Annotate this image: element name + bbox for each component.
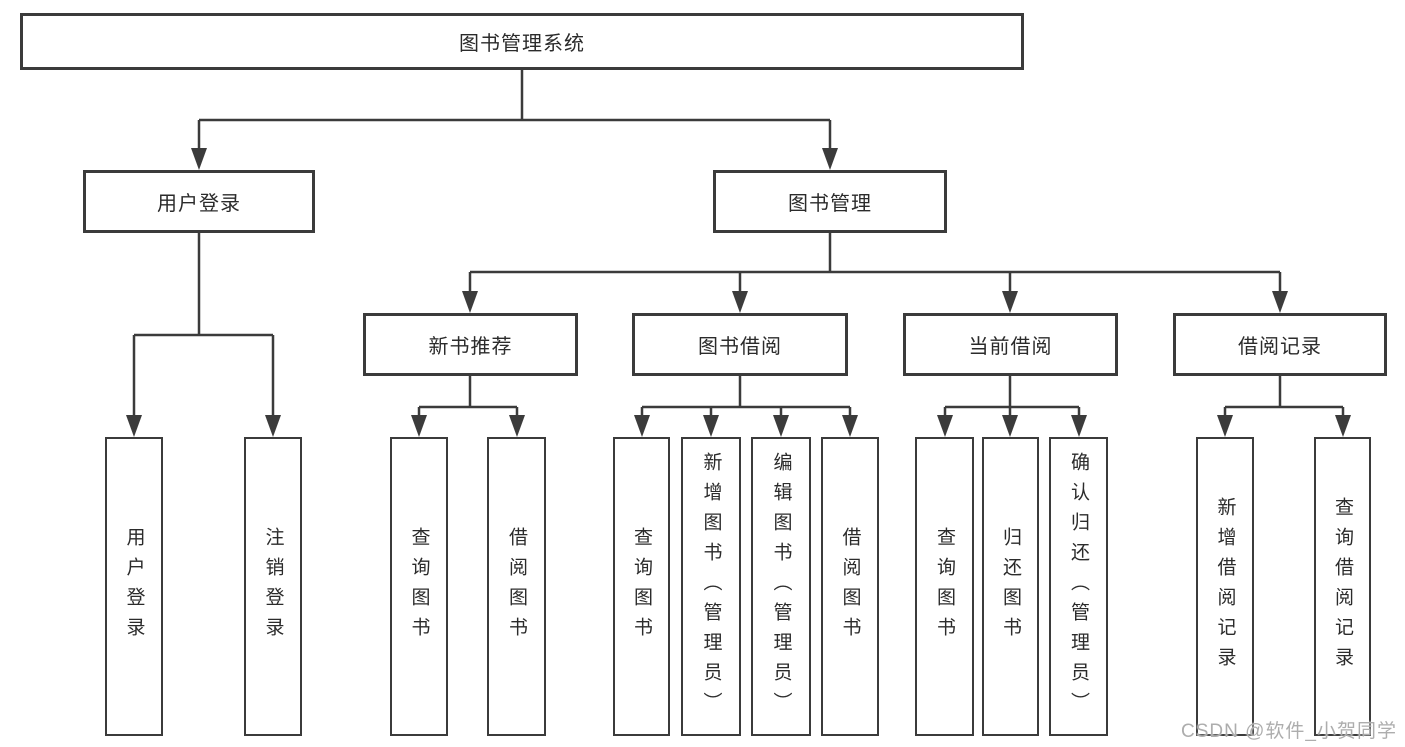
leaf-logout: 注销登录 bbox=[244, 437, 302, 736]
node-new-book-recommend: 新书推荐 bbox=[363, 313, 578, 376]
leaf-cb-query-books: 查询图书 bbox=[915, 437, 974, 736]
leaf-bb-edit-books-admin: 编辑图书（管理员） bbox=[751, 437, 811, 736]
node-user-login: 用户登录 bbox=[83, 170, 315, 233]
node-borrow-records: 借阅记录 bbox=[1173, 313, 1387, 376]
node-current-borrow: 当前借阅 bbox=[903, 313, 1118, 376]
leaf-cb-confirm-return-admin: 确认归还（管理员） bbox=[1049, 437, 1108, 736]
node-root: 图书管理系统 bbox=[20, 13, 1024, 70]
leaf-bb-query-books: 查询图书 bbox=[613, 437, 670, 736]
leaf-rec-query-books: 查询图书 bbox=[390, 437, 448, 736]
leaf-cb-return-books: 归还图书 bbox=[982, 437, 1039, 736]
node-book-management: 图书管理 bbox=[713, 170, 947, 233]
leaf-bb-borrow-books: 借阅图书 bbox=[821, 437, 879, 736]
leaf-user-login: 用户登录 bbox=[105, 437, 163, 736]
leaf-bb-add-books-admin: 新增图书（管理员） bbox=[681, 437, 741, 736]
leaf-br-add-record: 新增借阅记录 bbox=[1196, 437, 1254, 736]
watermark: CSDN @软件_小贺同学 bbox=[1181, 721, 1397, 742]
leaf-br-query-record: 查询借阅记录 bbox=[1314, 437, 1371, 736]
leaf-rec-borrow-books: 借阅图书 bbox=[487, 437, 546, 736]
node-book-borrow: 图书借阅 bbox=[632, 313, 848, 376]
